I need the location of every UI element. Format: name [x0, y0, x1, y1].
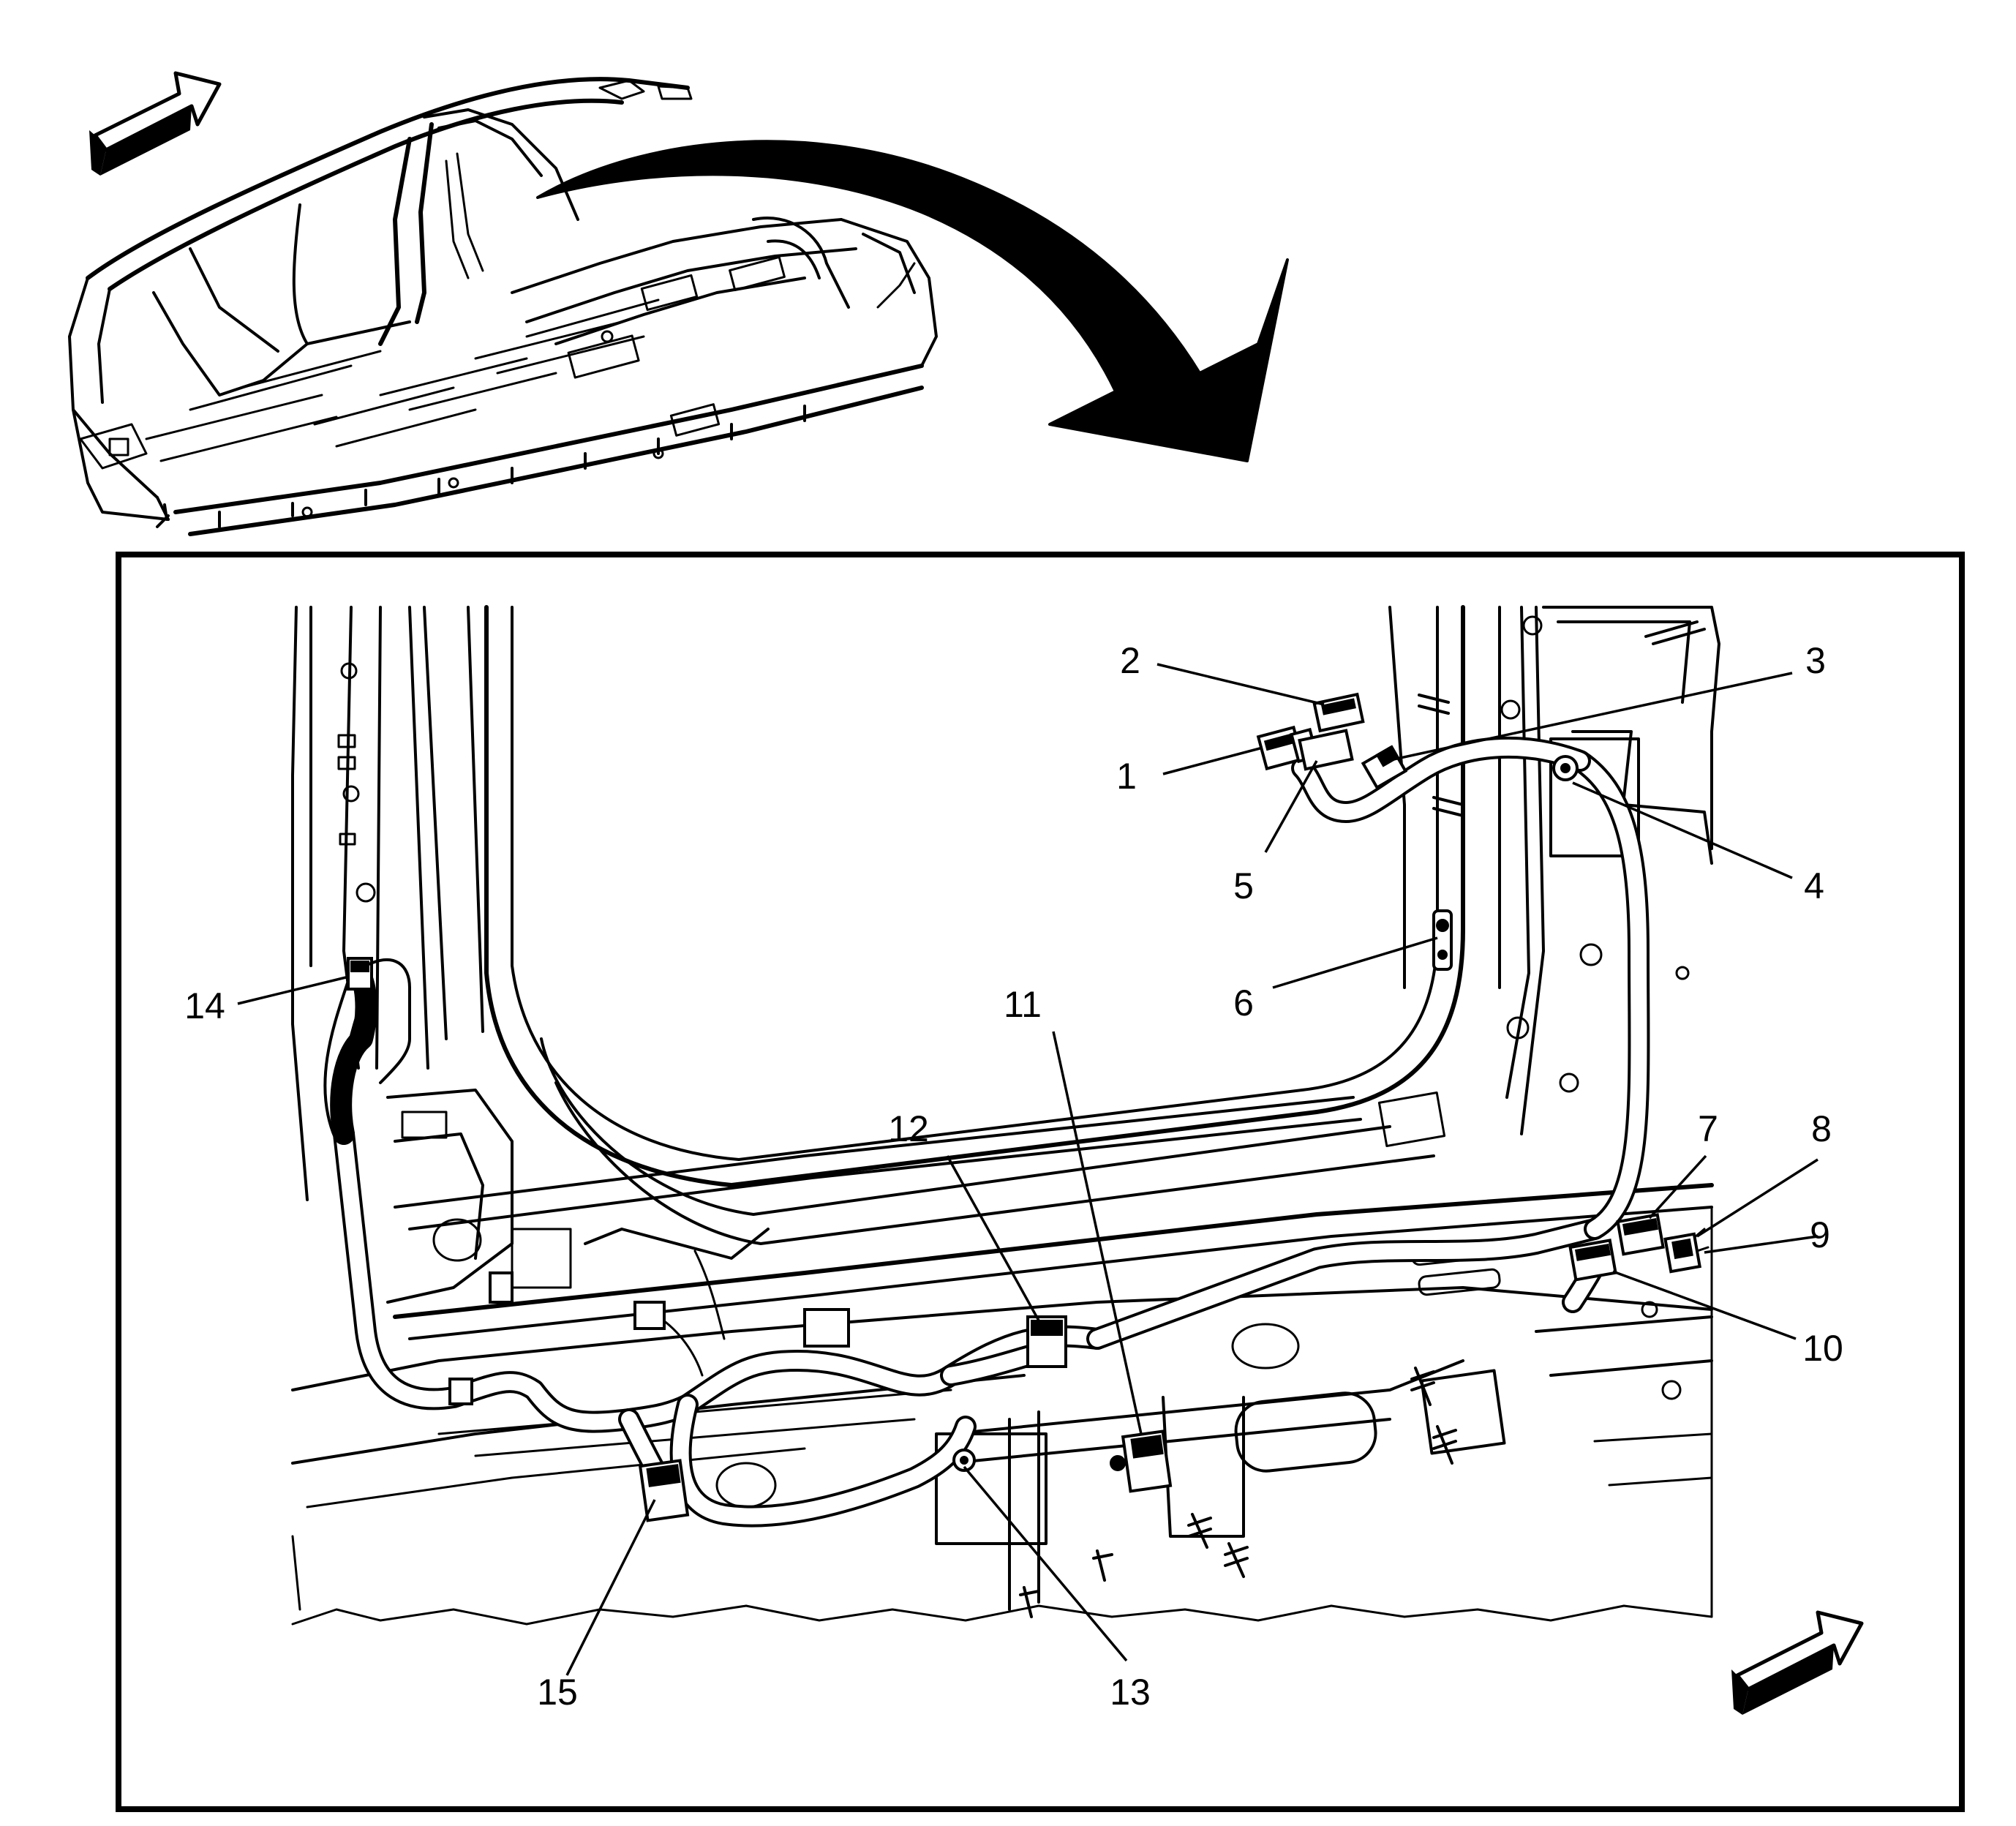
- leader-14: [237, 975, 350, 1005]
- retainer-4: [1552, 755, 1579, 781]
- stud-bolts: [1019, 694, 1464, 1618]
- connector-8-9: [1663, 1228, 1710, 1274]
- callout-7: 7: [1698, 1108, 1718, 1149]
- callout-13: 13: [1110, 1672, 1151, 1713]
- callout-10: 10: [1802, 1328, 1843, 1369]
- leader-12: [946, 1155, 1040, 1321]
- connector-3: [1361, 745, 1408, 790]
- callout-9: 9: [1810, 1214, 1830, 1255]
- clip-13: [952, 1449, 976, 1472]
- leader-3: [1393, 672, 1793, 761]
- leader-11: [1052, 1031, 1143, 1435]
- connector-12: [1026, 1315, 1067, 1368]
- leader-6: [1272, 936, 1438, 989]
- callout-14: 14: [184, 985, 225, 1026]
- callout-2: 2: [1120, 640, 1140, 681]
- zoom-curved-arrow-icon: [536, 140, 1289, 462]
- callout-labels: 1 2 3 4 5 6 7 8 9 10 11 12 13 14 15: [184, 640, 1843, 1713]
- leader-4: [1572, 781, 1793, 879]
- leader-lines: [237, 663, 1818, 1676]
- leader-2: [1156, 663, 1325, 706]
- connector-11: [1110, 1429, 1173, 1493]
- detail-frame: [116, 552, 1965, 1812]
- clip-6: [1432, 909, 1453, 971]
- connector-7: [1616, 1213, 1665, 1256]
- leader-15: [565, 1499, 656, 1676]
- leader-1: [1162, 746, 1263, 775]
- forward-arrow-bottom-icon: [1731, 1610, 1864, 1715]
- callout-1: 1: [1116, 756, 1137, 797]
- leader-10: [1612, 1270, 1797, 1340]
- connector-2: [1312, 692, 1365, 733]
- connector-5: [1298, 729, 1354, 771]
- callout-8: 8: [1811, 1108, 1832, 1149]
- callout-15: 15: [537, 1672, 578, 1713]
- callout-3: 3: [1805, 640, 1826, 681]
- leader-9: [1704, 1235, 1818, 1254]
- leader-5: [1264, 760, 1318, 853]
- detail-drawing: [291, 605, 1720, 1626]
- callout-4: 4: [1804, 865, 1824, 906]
- callout-6: 6: [1233, 982, 1254, 1023]
- callout-5: 5: [1233, 865, 1254, 906]
- connectors: [347, 692, 1710, 1522]
- connector-15: [638, 1459, 690, 1522]
- vehicle-body-overview: [68, 77, 938, 536]
- leader-8: [1696, 1158, 1818, 1238]
- callout-11: 11: [1004, 984, 1042, 1025]
- leader-7: [1648, 1154, 1707, 1220]
- forward-arrow-top-icon: [89, 71, 222, 176]
- leader-13: [963, 1465, 1128, 1662]
- callout-12: 12: [888, 1108, 929, 1149]
- connector-14: [347, 957, 411, 1084]
- connector-10: [1568, 1239, 1617, 1282]
